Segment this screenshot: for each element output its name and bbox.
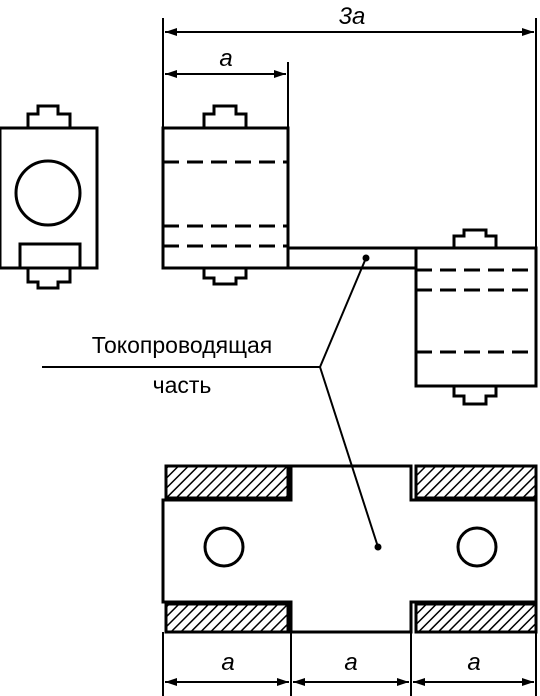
dimension-label-overall: 3a bbox=[339, 3, 366, 30]
right-component-body bbox=[414, 246, 538, 388]
hatched-pad-top-left bbox=[164, 464, 290, 500]
bottom-dimension-label-1: a bbox=[221, 649, 234, 676]
bottom-dimension-label-3: a bbox=[467, 649, 480, 676]
left-bottom-tab bbox=[202, 268, 248, 286]
right-bottom-tab bbox=[452, 386, 498, 406]
hole-icon bbox=[14, 159, 82, 227]
dimension-label-terminal: a bbox=[219, 45, 232, 72]
conductive-strip bbox=[286, 246, 418, 270]
component-side-view bbox=[0, 104, 99, 290]
top-dimensions bbox=[162, 18, 537, 248]
callout-leader bbox=[42, 257, 379, 548]
component-body bbox=[0, 126, 99, 270]
hatched-pad-bottom-left bbox=[164, 602, 290, 634]
plan-view bbox=[161, 464, 538, 634]
bottom-terminal-pad bbox=[18, 242, 82, 270]
leader-dot-lower bbox=[374, 543, 382, 551]
left-top-tab bbox=[202, 104, 248, 128]
callout-label-line1: Токопроводящая bbox=[92, 332, 273, 358]
right-top-tab bbox=[452, 228, 498, 248]
bottom-dimension-label-2: a bbox=[344, 649, 357, 676]
hole-icon-right bbox=[456, 526, 498, 568]
bottom-terminal-tab bbox=[26, 268, 72, 290]
leader-line-upper bbox=[319, 257, 367, 368]
callout-label-line2: часть bbox=[153, 372, 212, 398]
left-component-body bbox=[161, 126, 290, 270]
hole-icon-left bbox=[203, 526, 245, 568]
hatched-pad-top-right bbox=[414, 464, 538, 500]
bottom-dimensions bbox=[162, 632, 537, 696]
assembly-front-view bbox=[161, 104, 538, 406]
hatched-pad-bottom-right bbox=[414, 602, 538, 634]
leader-dot-upper bbox=[362, 254, 370, 262]
leader-line-lower bbox=[319, 366, 379, 548]
conductive-part-outline bbox=[161, 464, 538, 634]
top-terminal-tab bbox=[26, 104, 72, 128]
